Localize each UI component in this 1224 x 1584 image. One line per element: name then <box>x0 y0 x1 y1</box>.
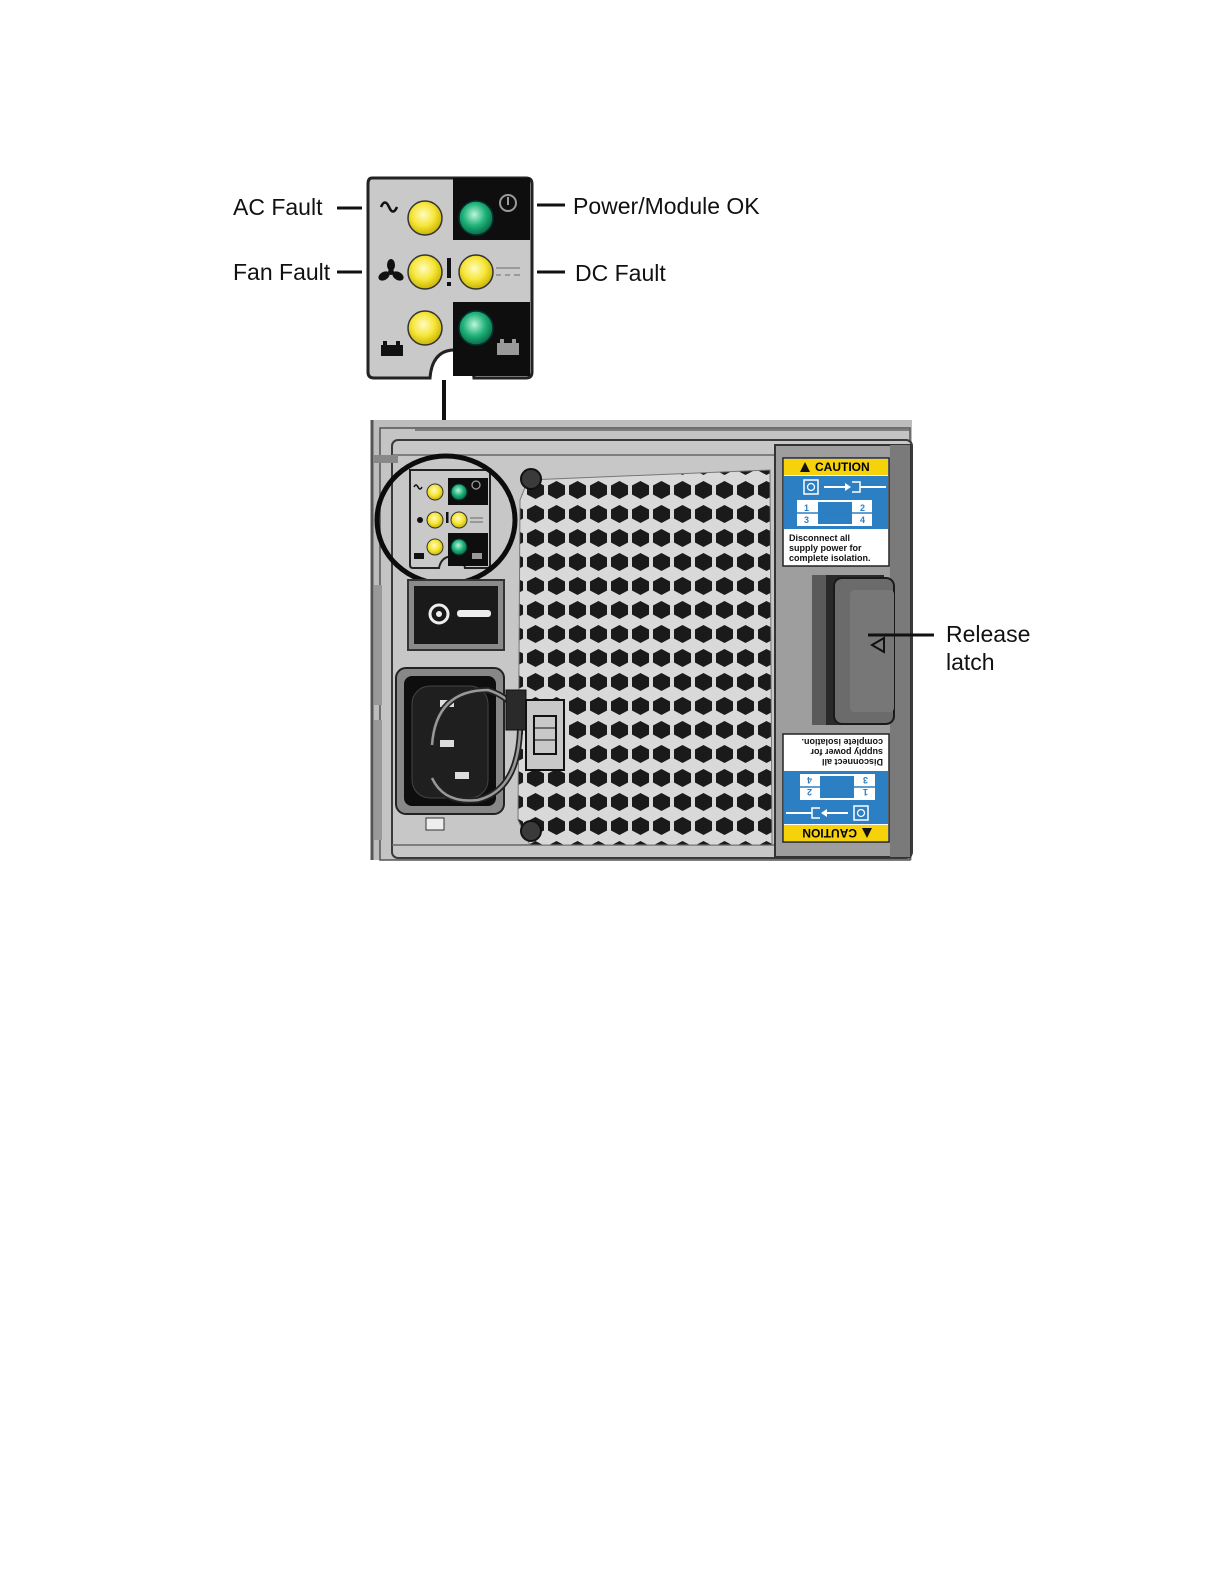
power-switch[interactable] <box>408 580 504 650</box>
fan-fault-led <box>408 255 442 289</box>
power-module-ok-led <box>459 201 493 235</box>
battery-fault-led <box>408 311 442 345</box>
top-screw <box>521 469 541 489</box>
ventilation-grill <box>518 470 772 845</box>
caution-number-2: 2 <box>807 787 812 797</box>
fan-fault-label: Fan Fault <box>233 258 330 286</box>
switch-on-symbol-icon <box>457 610 491 617</box>
caution-heading-bottom: CAUTION <box>802 826 857 840</box>
caution-number-3: 3 <box>863 775 868 785</box>
release-latch-handle[interactable] <box>834 578 934 724</box>
caution-line-1-bottom: Disconnect all <box>822 757 883 767</box>
led-panel-enlarged <box>337 178 565 378</box>
caution-number-4: 4 <box>807 775 812 785</box>
caution-label-top: CAUTION 1 2 3 4 Disconnect all supply po… <box>783 458 889 566</box>
ac-fault-label: AC Fault <box>233 193 322 221</box>
dc-fault-led <box>459 255 493 289</box>
caution-label-bottom: CAUTION 1 2 3 4 Disconnect all supply po… <box>783 734 889 842</box>
caution-number-1: 1 <box>863 787 868 797</box>
caution-line-3-top: complete isolation. <box>789 553 871 563</box>
release-latch-label-line-2: latch <box>946 648 1056 676</box>
caution-line-3-bottom: complete isolation. <box>801 737 883 747</box>
led-panel-small <box>410 470 490 568</box>
caution-number-2: 2 <box>860 503 865 513</box>
caution-heading-top: CAUTION <box>815 460 870 474</box>
release-latch-label-line-1: Release <box>946 620 1056 648</box>
bottom-screw <box>521 821 541 841</box>
dc-fault-label: DC Fault <box>575 259 666 287</box>
caution-number-4: 4 <box>860 515 865 525</box>
caution-line-2-bottom: supply power for <box>810 747 883 757</box>
caution-line-2-top: supply power for <box>789 543 862 553</box>
ac-fault-led <box>408 201 442 235</box>
caution-number-3: 3 <box>804 515 809 525</box>
caution-number-1: 1 <box>804 503 809 513</box>
inlet-pin-bottom <box>455 772 469 779</box>
battery-ok-led <box>459 311 493 345</box>
inlet-pin-ground <box>440 740 454 747</box>
caution-line-1-top: Disconnect all <box>789 533 850 543</box>
power-module-ok-label: Power/Module OK <box>573 192 760 220</box>
release-latch-label: Release latch <box>946 620 1056 676</box>
